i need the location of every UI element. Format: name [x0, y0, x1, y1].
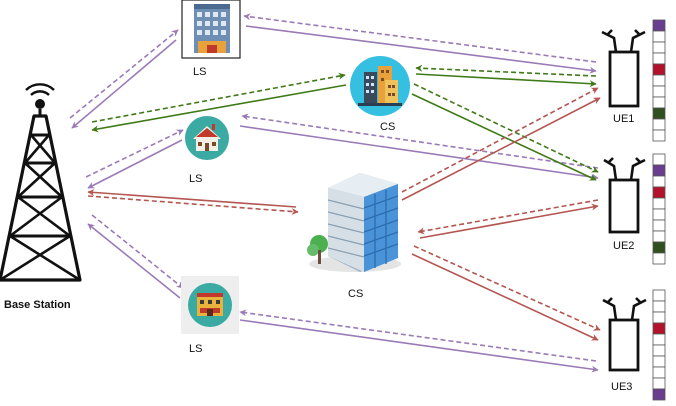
link-cs-center-ue1 — [401, 87, 601, 201]
link-ls-top-ue1 — [243, 13, 597, 74]
buffer-cell — [652, 230, 666, 243]
ls-mid-label: LS — [189, 173, 203, 185]
ls-bottom-label: LS — [189, 343, 203, 355]
buffer-cell — [652, 219, 666, 232]
link-bs-ls-bottom — [87, 214, 184, 299]
buffer-cell — [652, 96, 666, 109]
buffer-cell — [652, 186, 666, 199]
buffer-cell — [652, 30, 666, 43]
buffer-cell — [652, 41, 666, 54]
buffer-cell — [652, 74, 666, 87]
house-icon — [185, 116, 229, 160]
buffer-cell — [652, 197, 666, 210]
office-tower-icon — [307, 173, 401, 272]
buffer-cell — [652, 289, 666, 302]
ue1-buffer — [652, 19, 666, 142]
buffer-cell — [652, 175, 666, 188]
buffer-cell — [652, 85, 666, 98]
base-station-label: Base Station — [4, 299, 71, 311]
ue3-buffer — [652, 289, 666, 401]
ue2-buffer — [652, 153, 666, 265]
buffer-cell — [652, 366, 666, 379]
city-buildings-icon — [350, 56, 410, 116]
buffer-cell — [652, 377, 666, 390]
buffer-cell — [652, 311, 666, 324]
buffer-cell — [652, 63, 666, 76]
ue2-label: UE2 — [613, 240, 635, 252]
antenna-device-icon — [602, 297, 647, 372]
buffer-cell — [652, 252, 666, 265]
link-cs-top-ue1 — [415, 64, 597, 88]
link-bs-cs-center — [87, 188, 299, 216]
antenna-device-icon — [601, 29, 646, 108]
cs-top-label: CS — [380, 121, 396, 133]
buffer-cell — [652, 164, 666, 177]
buffer-cell — [652, 19, 666, 32]
link-cs-center-ue2 — [417, 199, 599, 239]
buffer-cell — [652, 118, 666, 131]
buffer-cell — [652, 241, 666, 254]
link-bs-cs-top — [91, 72, 347, 133]
ue3-label: UE3 — [611, 381, 633, 393]
buffer-cell — [652, 52, 666, 65]
link-cs-center-ue3 — [411, 245, 601, 341]
cs-center-label: CS — [348, 288, 364, 300]
link-bs-ls-mid — [85, 129, 184, 189]
buffer-cell — [652, 153, 666, 166]
buffer-cell — [652, 333, 666, 346]
link-ls-bottom-ue3 — [239, 309, 599, 373]
office-building-icon — [181, 0, 241, 59]
buffer-cell — [652, 208, 666, 221]
buffer-cell — [652, 322, 666, 335]
ue1-label: UE1 — [613, 113, 635, 125]
buffer-cell — [652, 300, 666, 313]
link-cs-top-ue2 — [411, 83, 599, 181]
shop-building-icon — [181, 276, 239, 334]
link-bs-ls-top — [69, 29, 179, 129]
ls-top-label: LS — [193, 66, 207, 78]
buffer-cell — [652, 388, 666, 401]
buffer-cell — [652, 344, 666, 357]
buffer-cell — [652, 129, 666, 142]
radio-tower-icon — [0, 83, 82, 282]
buffer-cell — [652, 107, 666, 120]
buffer-cell — [652, 355, 666, 368]
link-ls-mid-ue2 — [239, 113, 599, 181]
antenna-device-icon — [603, 157, 646, 234]
